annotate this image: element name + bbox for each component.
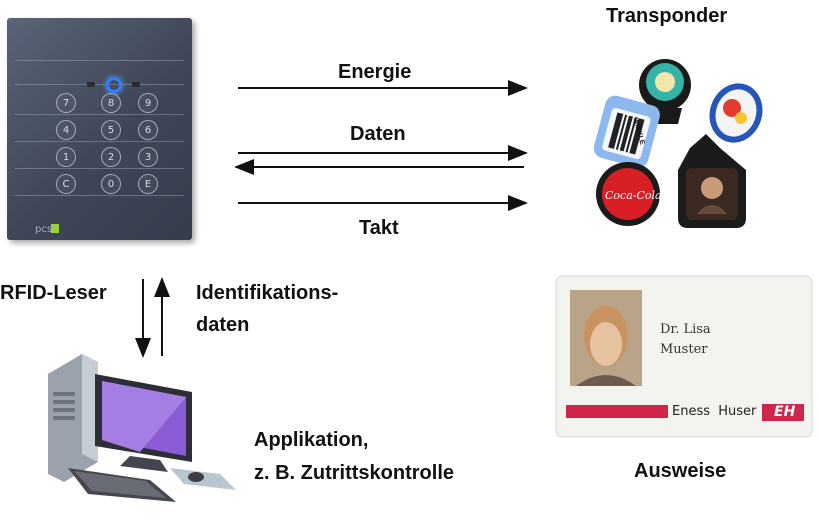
rfid-leser-label: RFID-Leser [0, 282, 107, 304]
card-company-logo: EH [774, 404, 796, 420]
card-holder-name-line1: Dr. Lisa [660, 322, 711, 337]
reader-key: 3 [138, 147, 158, 167]
reader-brand: pcs [35, 224, 53, 235]
computer-illustration [48, 354, 236, 502]
reader-key: 1 [56, 147, 76, 167]
takt-label: Takt [359, 217, 399, 239]
daten-label: Daten [350, 123, 406, 145]
applikation-label-line2: z. B. Zutrittskontrolle [254, 462, 454, 484]
reader-key: C [56, 174, 76, 194]
ausweise-label: Ausweise [634, 460, 727, 482]
card-company-name: Eness Huser [672, 404, 757, 419]
transponder-tags-illustration: WINKLE Coca-Cola [593, 59, 763, 228]
reader-key: 0 [101, 174, 121, 194]
reader-key: 4 [56, 120, 76, 140]
reader-key: 8 [101, 93, 121, 113]
coca-cola-tag-text: Coca-Cola [605, 189, 662, 202]
reader-led-icon [106, 77, 122, 93]
reader-brand-logo-icon [51, 224, 59, 233]
reader-key: 6 [138, 120, 158, 140]
reader-key: 9 [138, 93, 158, 113]
reader-key: 2 [101, 147, 121, 167]
reader-key: 7 [56, 93, 76, 113]
reader-key: 5 [101, 120, 121, 140]
energie-label: Energie [338, 61, 412, 83]
applikation-label-line1: Applikation, [254, 429, 369, 451]
identifikationsdaten-label-line1: Identifikations- [196, 282, 339, 304]
id-card-illustration [555, 275, 813, 438]
transponder-label: Transponder [606, 5, 728, 27]
reader-key: E [138, 174, 158, 194]
card-holder-name-line2: Muster [660, 342, 708, 357]
identifikationsdaten-label-line2: daten [196, 314, 250, 336]
